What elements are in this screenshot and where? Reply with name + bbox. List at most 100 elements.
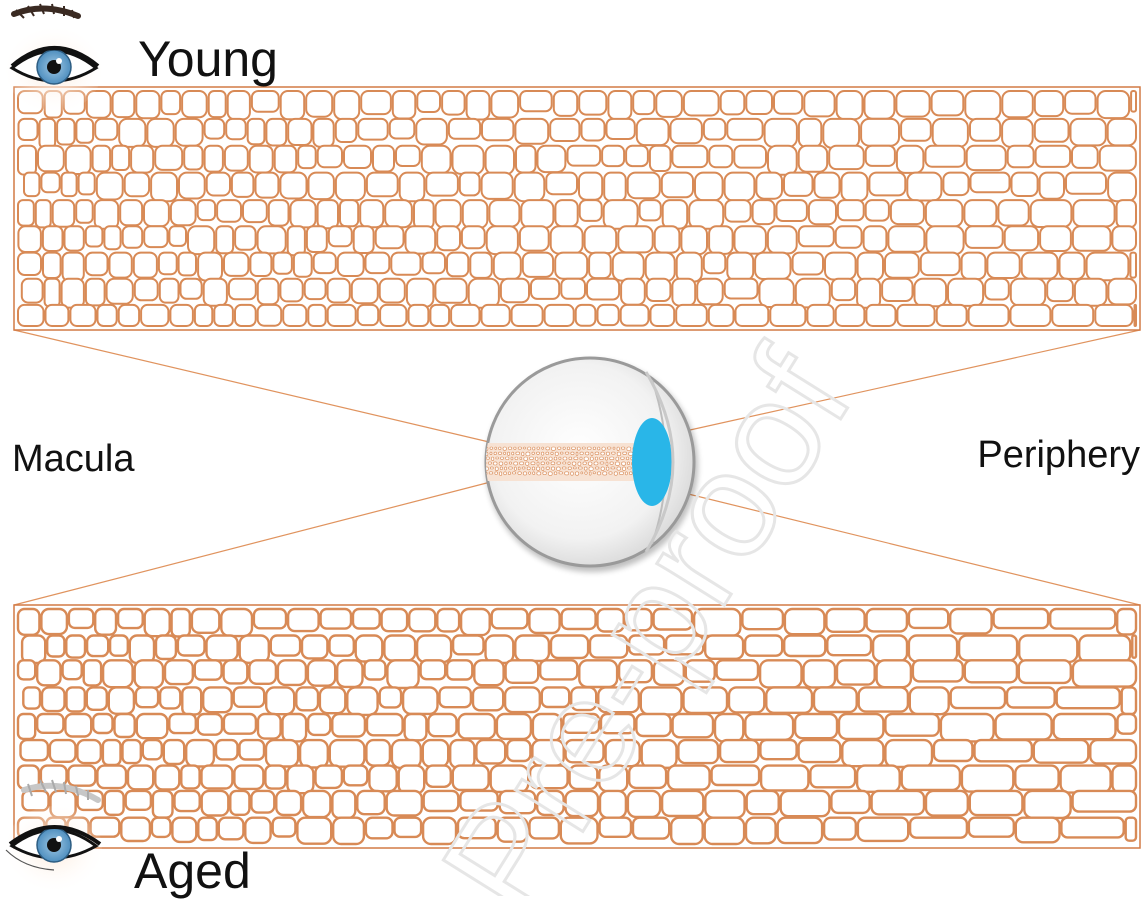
rpe-cell (207, 636, 238, 661)
rpe-cell (520, 226, 549, 250)
rpe-cell (915, 279, 947, 307)
rpe-cell (736, 305, 769, 326)
rpe-cell (585, 226, 617, 253)
rpe-cell (506, 660, 539, 683)
rpe-cell (1117, 609, 1136, 634)
rpe-cell (86, 279, 105, 306)
rpe-cell (554, 91, 577, 116)
rpe-cell (62, 173, 77, 197)
rpe-cell (366, 253, 390, 274)
rpe-cell (587, 447, 591, 450)
rpe-cell (540, 660, 577, 679)
rpe-cell (387, 660, 418, 688)
rpe-cell (537, 791, 563, 815)
rpe-cell (462, 226, 485, 248)
rpe-cell (932, 91, 964, 115)
rpe-cell (629, 452, 633, 455)
rpe-cell (1066, 173, 1106, 194)
young-rpe-cell-mosaic (18, 91, 1136, 326)
rpe-cell (606, 467, 609, 470)
rpe-cell (578, 462, 581, 466)
rpe-cell (897, 305, 934, 326)
rpe-cell (546, 452, 549, 454)
rpe-cell (809, 200, 836, 224)
rpe-cell (165, 660, 193, 684)
rpe-cell (309, 173, 334, 200)
rpe-cell (152, 818, 171, 837)
rpe-cell (583, 462, 587, 465)
rpe-cell (705, 636, 743, 659)
rpe-cell (460, 173, 480, 196)
rpe-cell (18, 253, 41, 275)
rpe-cell (636, 714, 670, 736)
rpe-cell (948, 279, 983, 306)
rpe-cell (155, 766, 179, 790)
rpe-cell (278, 660, 306, 685)
rpe-cell (137, 714, 168, 738)
rpe-cell (1065, 91, 1095, 114)
rpe-cell (760, 740, 796, 759)
rpe-cell (308, 714, 330, 735)
rpe-cell (599, 766, 627, 792)
rpe-cell (584, 457, 588, 461)
rpe-cell (598, 305, 619, 325)
rpe-cell (1040, 173, 1064, 199)
rpe-cell (712, 766, 760, 785)
rpe-cell (522, 452, 524, 456)
rpe-cell (964, 200, 996, 226)
rpe-cell (224, 660, 248, 683)
rpe-cell (678, 740, 718, 763)
rpe-cell (281, 91, 305, 119)
rpe-cell (785, 609, 825, 634)
rpe-cell (594, 462, 598, 465)
rpe-cell (179, 253, 196, 276)
rpe-cell (107, 279, 133, 304)
rpe-cell (646, 253, 675, 282)
rpe-cell (515, 636, 549, 662)
rpe-cell (824, 818, 856, 840)
rpe-cell (668, 766, 710, 790)
rpe-cell (1007, 687, 1055, 707)
rpe-cell (926, 791, 968, 816)
rpe-cell (628, 173, 660, 199)
rpe-cell (65, 226, 84, 250)
rpe-cell (725, 279, 758, 299)
rpe-cell (1108, 173, 1136, 202)
rpe-cell (891, 200, 924, 224)
rpe-cell (1073, 226, 1111, 251)
rpe-cell (735, 226, 766, 253)
rpe-cell (354, 226, 374, 253)
rpe-cell (508, 452, 510, 455)
rpe-cell (155, 146, 182, 170)
rpe-cell (93, 714, 112, 733)
rpe-cell (551, 452, 553, 455)
rpe-cell (530, 766, 568, 789)
rpe-cell (305, 279, 326, 299)
rpe-cell (558, 447, 562, 449)
rpe-cell (430, 305, 449, 326)
rpe-cell (546, 173, 577, 195)
rpe-cell (334, 91, 359, 119)
rpe-cell (18, 660, 35, 679)
rpe-cell (515, 173, 545, 202)
rpe-cell (266, 119, 286, 146)
rpe-cell (872, 791, 924, 815)
rpe-cell (18, 714, 35, 739)
rpe-cell (507, 740, 530, 761)
rpe-cell (234, 766, 263, 789)
rpe-cell (504, 452, 506, 455)
rpe-cell (837, 91, 863, 119)
rpe-cell (662, 173, 693, 198)
rpe-cell (742, 609, 783, 629)
rpe-cell (520, 91, 552, 111)
rpe-cell (182, 91, 207, 117)
rpe-cell (500, 472, 502, 476)
rpe-cell (1016, 818, 1060, 843)
rpe-cell (198, 200, 215, 220)
rpe-cell (37, 714, 63, 733)
rpe-cell (204, 279, 227, 306)
rpe-cell (551, 462, 555, 465)
rpe-cell (966, 226, 1003, 248)
rpe-cell (831, 791, 869, 813)
rpe-cell (610, 462, 614, 464)
